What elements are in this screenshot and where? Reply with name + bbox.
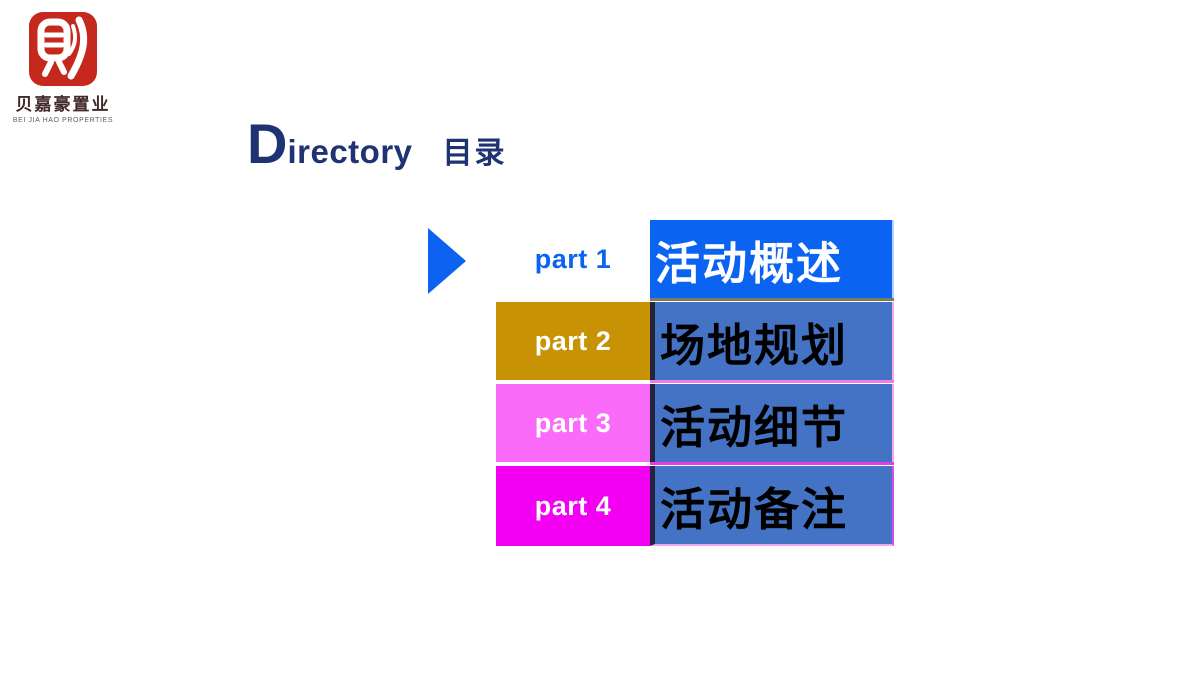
toc-part-title: 场地规划 <box>650 302 894 380</box>
toc-item-part2[interactable]: part 2 场地规划 <box>496 302 894 380</box>
company-name-en: BEI JIA HAO PROPERTIES <box>12 117 114 124</box>
toc-table: part 1 活动概述 part 2 场地规划 part 3 活动细节 part… <box>496 220 894 546</box>
page-title: D irectory 目录 <box>247 116 507 172</box>
toc-item-part3[interactable]: part 3 活动细节 <box>496 384 894 462</box>
company-seal-icon <box>29 12 97 86</box>
toc-part-title: 活动备注 <box>650 466 894 546</box>
toc-part-number: part 3 <box>496 384 650 462</box>
toc-part-title: 活动细节 <box>650 384 894 462</box>
toc-part-title: 活动概述 <box>650 220 894 298</box>
toc-item-part4[interactable]: part 4 活动备注 <box>496 466 894 546</box>
toc-part-number: part 1 <box>496 220 650 298</box>
toc-item-part1[interactable]: part 1 活动概述 <box>496 220 894 298</box>
title-cn: 目录 <box>442 137 507 170</box>
table-of-contents: part 1 活动概述 part 2 场地规划 part 3 活动细节 part… <box>428 220 898 555</box>
title-initial: D <box>247 112 288 175</box>
title-rest: irectory <box>287 133 413 170</box>
company-name-cn: 贝嘉豪置业 <box>15 95 111 114</box>
toc-part-number: part 4 <box>496 466 650 546</box>
toc-part-number: part 2 <box>496 302 650 380</box>
company-logo: 贝嘉豪置业 BEI JIA HAO PROPERTIES <box>4 12 122 124</box>
active-item-triangle-icon <box>428 228 466 294</box>
